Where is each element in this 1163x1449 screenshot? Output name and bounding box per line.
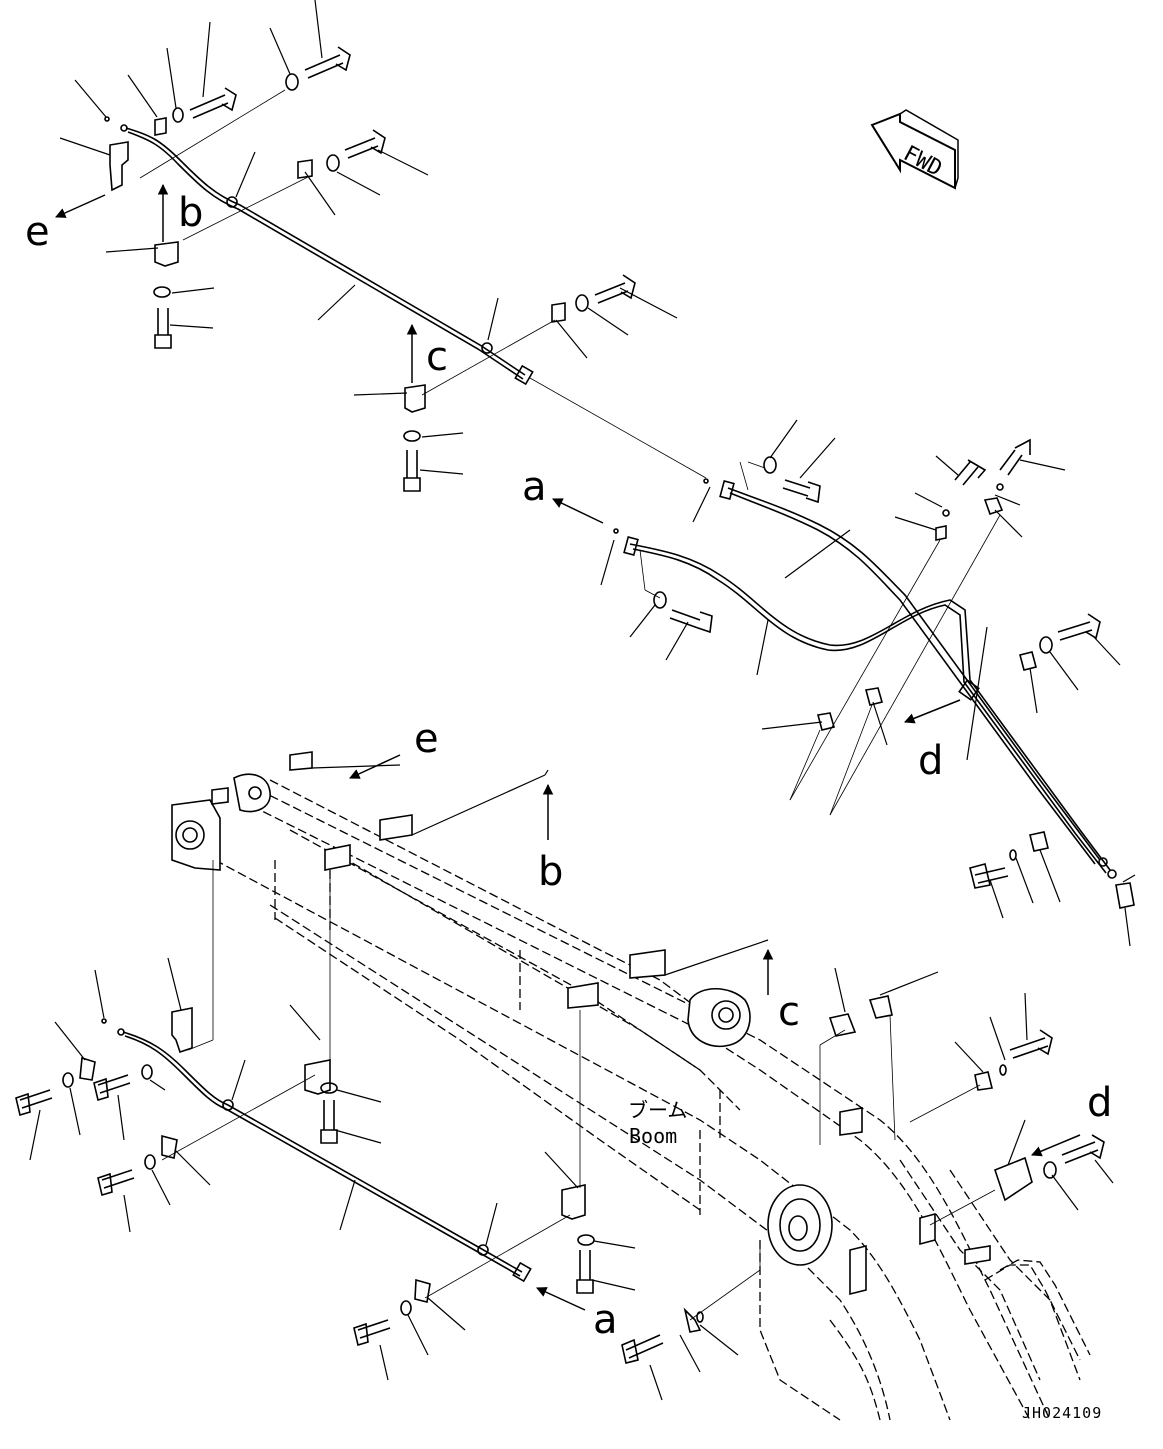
lower-left-leaders [29, 764, 1114, 1401]
drawing-code: JH024109 [1022, 1404, 1102, 1422]
callout-d-right: d [918, 738, 943, 784]
callout-c-upper: c [426, 334, 448, 380]
callout-c-boom: c [778, 989, 800, 1035]
callout-e-upper: e [25, 209, 50, 255]
callout-a-lower: a [593, 1297, 618, 1343]
upper-left-leaders [59, 0, 707, 479]
lower-pipe [122, 1031, 523, 1273]
lower-left-pipe-assembly [15, 995, 1105, 1364]
callout-b-upper: b [178, 190, 203, 236]
right-arrow-d [904, 699, 961, 724]
callout-b-boom: b [538, 849, 563, 895]
boom-label-english: Boom [629, 1124, 677, 1148]
callout-e-boom: e [414, 716, 439, 762]
fwd-direction-marker: FWD [870, 109, 959, 190]
boom-solid-parts [171, 751, 991, 1296]
callout-d-lower: d [1087, 1080, 1112, 1126]
boom-label-japanese: ブーム [628, 1098, 687, 1122]
upper-pipe [125, 127, 526, 376]
boom-body [214, 777, 1091, 1421]
upper-left-pipe-assembly [104, 46, 636, 492]
right-lower-pipe [629, 543, 1111, 871]
upper-arrows [55, 183, 604, 524]
lower-arrows [349, 754, 1081, 1311]
right-pipe-assembly [613, 438, 1135, 909]
right-leaders [600, 419, 1136, 947]
callout-a-upper: a [522, 464, 547, 510]
right-upper-pipe [727, 487, 1101, 861]
